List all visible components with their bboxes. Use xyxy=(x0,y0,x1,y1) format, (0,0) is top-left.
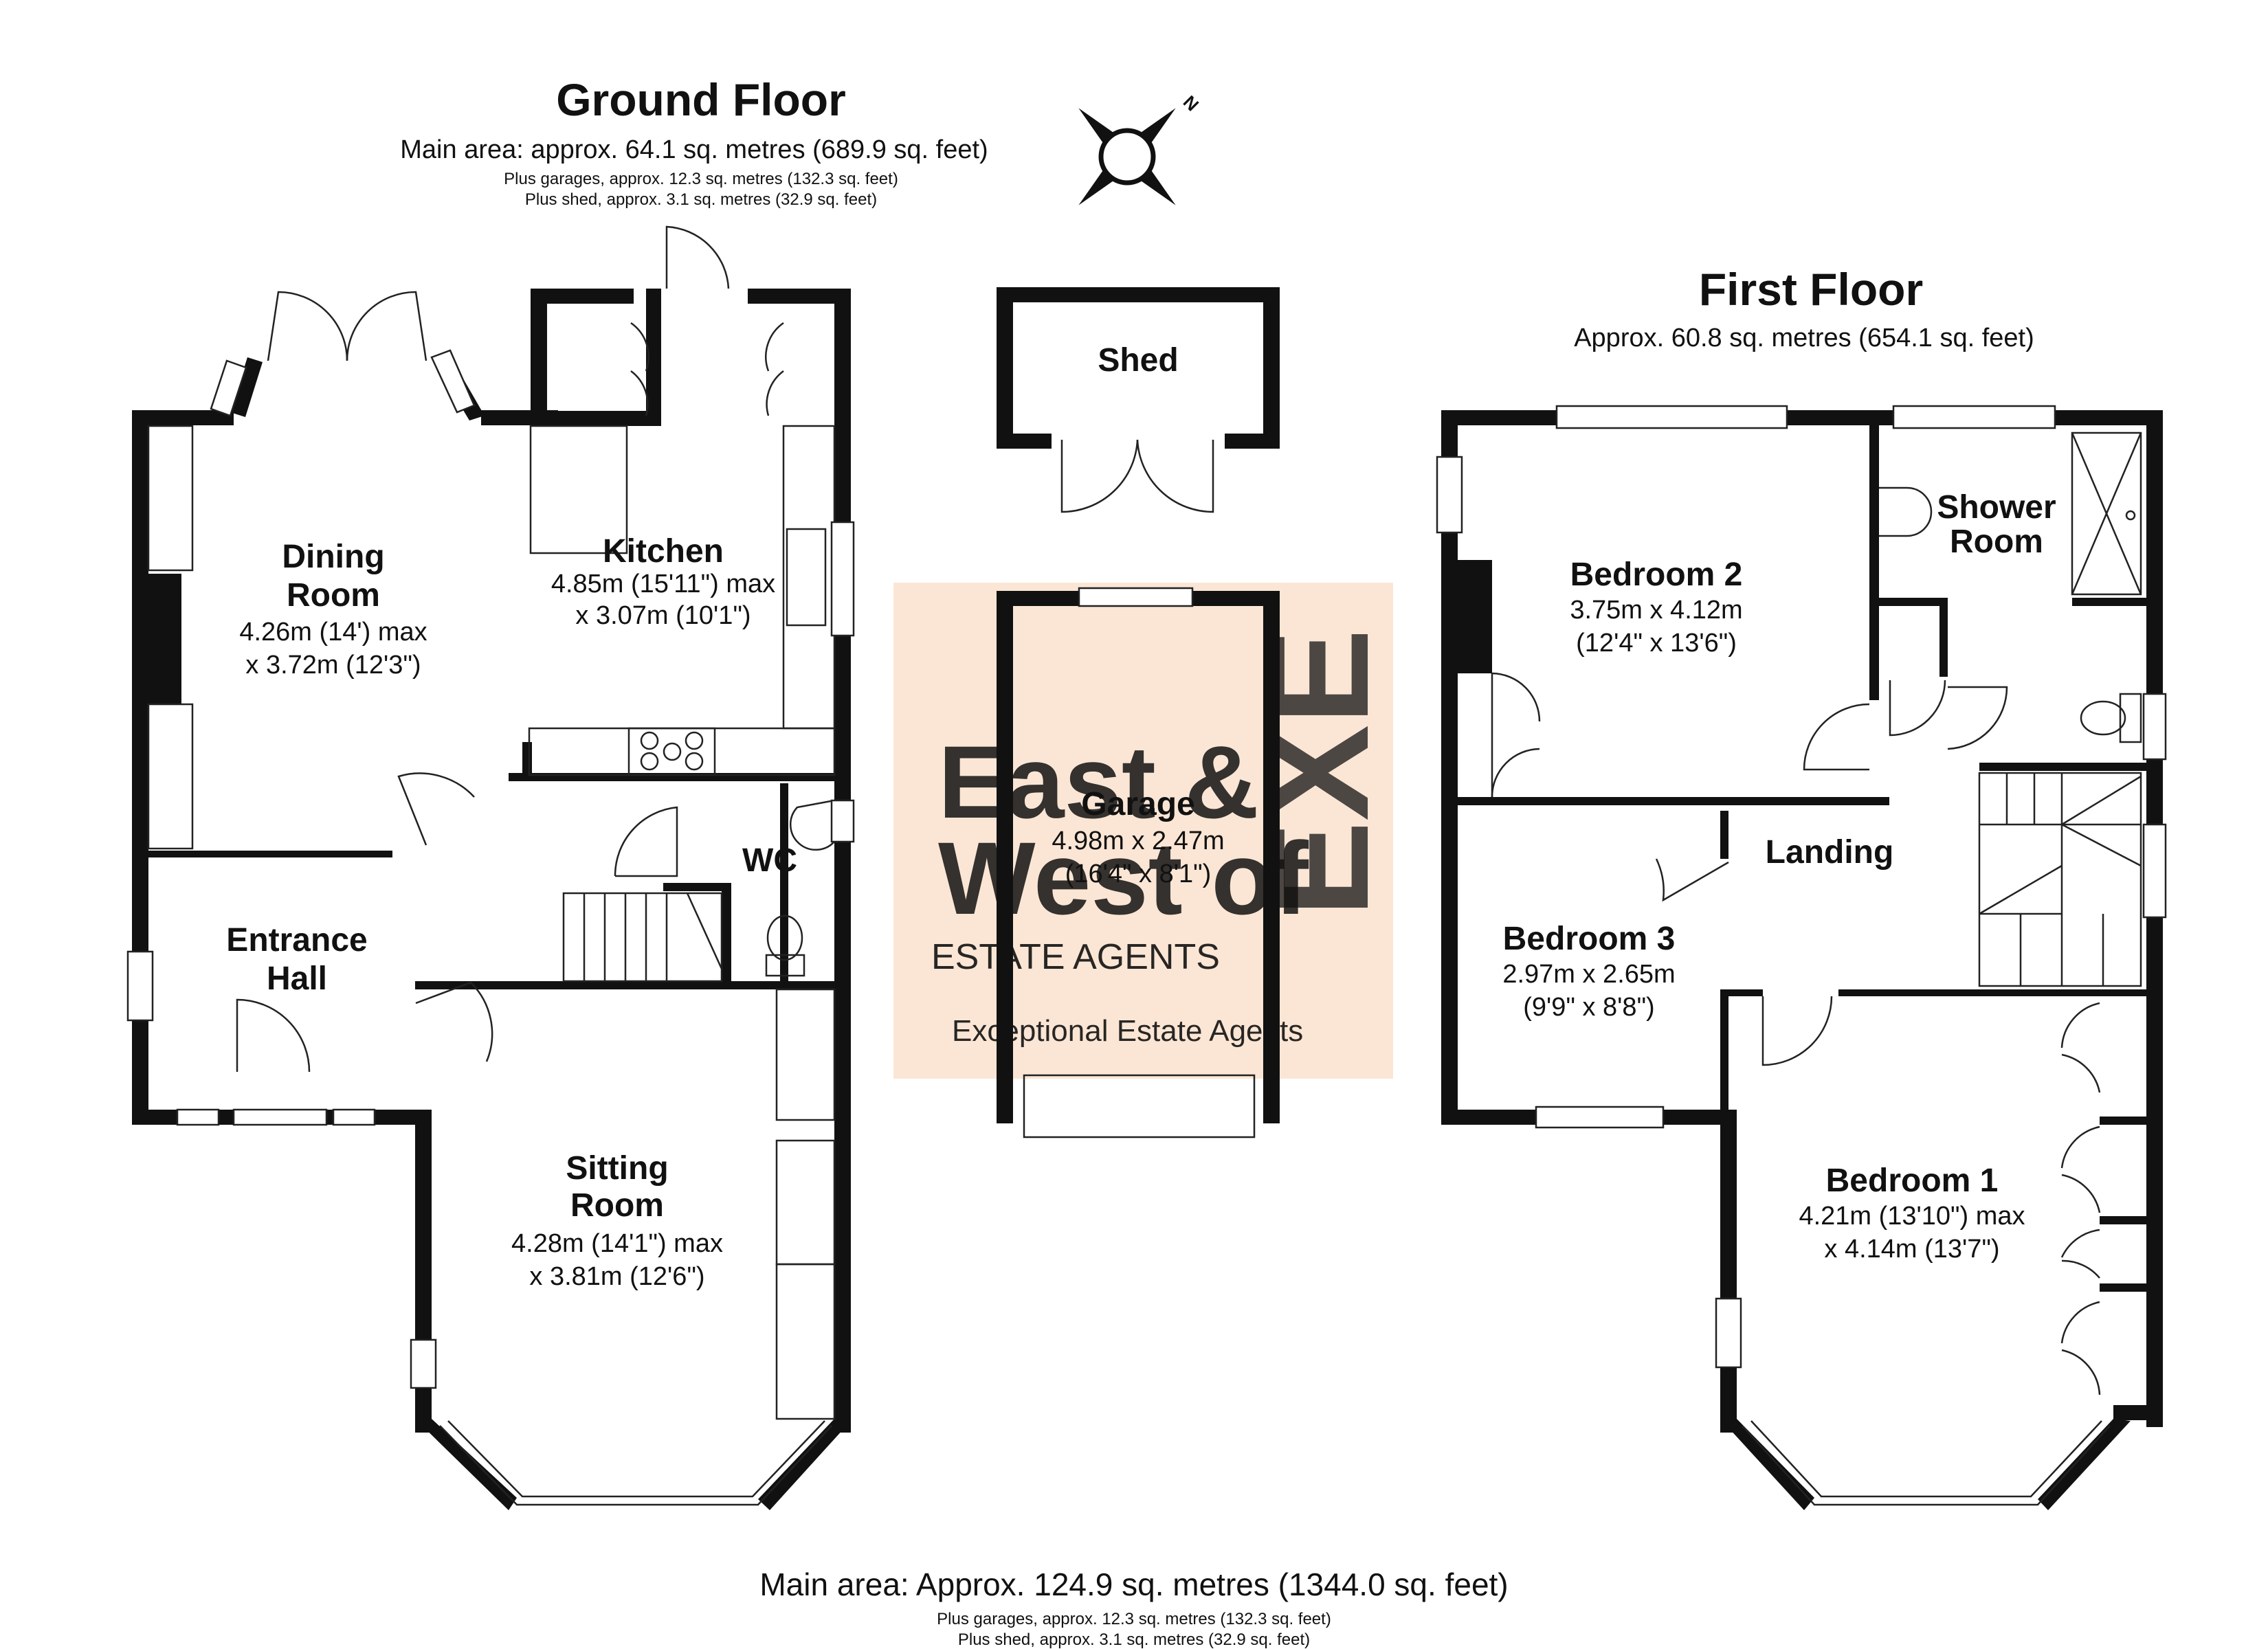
stairs-first xyxy=(1978,772,2142,987)
room-name: WC xyxy=(742,842,797,879)
watermark-line1: East & xyxy=(938,724,1259,840)
ground-floor-plan xyxy=(126,225,855,1510)
ground-floor-plus-garages: Plus garages, approx. 12.3 sq. metres (1… xyxy=(504,170,898,188)
basin-icon xyxy=(790,799,835,851)
ground-floor-header: Ground Floor Main area: approx. 64.1 sq.… xyxy=(400,74,988,209)
first-floor-area: Approx. 60.8 sq. metres (654.1 sq. feet) xyxy=(1574,324,2034,352)
room-name: Bedroom 3 xyxy=(1503,921,1676,957)
room-garage: Garage 4.98m x 2.47m (16'4" x 8'1") xyxy=(1052,786,1224,888)
compass-icon xyxy=(1078,108,1176,205)
total-plus-shed: Plus shed, approx. 3.1 sq. metres (32.9 … xyxy=(958,1630,1310,1649)
watermark-line3: ESTATE AGENTS xyxy=(931,937,1220,977)
room-bedroom-2: Bedroom 2 3.75m x 4.12m (12'4" x 13'6") xyxy=(1570,557,1742,658)
ground-floor-plus-shed: Plus shed, approx. 3.1 sq. metres (32.9 … xyxy=(525,190,877,209)
room-name: Room xyxy=(1950,524,2043,560)
room-dimension: x 3.07m (10'1") xyxy=(575,601,751,630)
room-dimension: 4.21m (13'10") max xyxy=(1799,1202,2025,1231)
first-floor-title: First Floor xyxy=(1699,264,1923,315)
stairs-ground xyxy=(562,892,723,983)
garage-plan xyxy=(997,587,1280,1138)
toilet-icon xyxy=(765,915,805,977)
room-dimension: x 3.72m (12'3") xyxy=(245,651,421,680)
ground-floor-title: Ground Floor xyxy=(556,74,846,125)
room-bedroom-3: Bedroom 3 2.97m x 2.65m (9'9" x 8'8") xyxy=(1502,921,1675,1022)
room-sitting: Sitting Room 4.28m (14'1") max x 3.81m (… xyxy=(511,1150,723,1291)
room-name: Entrance xyxy=(226,922,367,958)
watermark-brand: EXE xyxy=(1237,629,1399,917)
room-wc: WC xyxy=(742,842,797,879)
watermark-logo: East & West of EXE ESTATE AGENTS Excepti… xyxy=(893,583,1399,1079)
room-dimension: 4.85m (15'11") max xyxy=(551,570,775,598)
room-shed: Shed xyxy=(1098,342,1178,379)
ground-floor-main-area: Main area: approx. 64.1 sq. metres (689.… xyxy=(400,135,988,164)
room-shower: Shower Room xyxy=(1937,489,2056,560)
room-name: Shower xyxy=(1937,489,2056,526)
first-floor-plan xyxy=(1436,405,2167,1510)
room-dimension: (9'9" x 8'8") xyxy=(1523,993,1654,1022)
room-kitchen: Kitchen 4.85m (15'11") max x 3.07m (10'1… xyxy=(551,533,775,630)
first-floor-header: First Floor Approx. 60.8 sq. metres (654… xyxy=(1574,264,2034,352)
room-dimension: (12'4" x 13'6") xyxy=(1576,629,1737,658)
room-name: Landing xyxy=(1766,834,1894,871)
room-name: Dining xyxy=(282,539,384,575)
compass-north-label: N xyxy=(1179,91,1203,115)
room-dimension: 4.98m x 2.47m xyxy=(1052,827,1224,855)
room-dining: Dining Room 4.26m (14') max x 3.72m (12'… xyxy=(239,539,427,680)
room-dimension: 4.28m (14'1") max xyxy=(511,1229,723,1258)
room-name: Shed xyxy=(1098,342,1178,379)
basin-icon-first xyxy=(1879,486,1933,537)
room-name: Bedroom 2 xyxy=(1570,557,1743,593)
room-dimension: x 4.14m (13'7") xyxy=(1824,1235,1999,1264)
room-name: Garage xyxy=(1081,786,1194,822)
shed-plan xyxy=(997,287,1280,513)
room-name: Sitting xyxy=(566,1150,668,1187)
room-bedroom-1: Bedroom 1 4.21m (13'10") max x 4.14m (13… xyxy=(1799,1163,2025,1264)
room-dimension: x 3.81m (12'6") xyxy=(529,1262,704,1291)
room-name: Kitchen xyxy=(603,533,724,570)
room-dimension: 3.75m x 4.12m xyxy=(1570,596,1742,625)
room-name: Bedroom 1 xyxy=(1826,1163,1999,1199)
hob-icon xyxy=(627,727,716,776)
room-name: Hall xyxy=(267,961,327,997)
total-main-area: Main area: Approx. 124.9 sq. metres (134… xyxy=(759,1567,1508,1602)
shower-tray-icon xyxy=(2071,431,2142,596)
total-plus-garages: Plus garages, approx. 12.3 sq. metres (1… xyxy=(937,1610,1331,1628)
toilet-icon-first xyxy=(2080,693,2142,743)
room-entrance-hall: Entrance Hall xyxy=(226,922,367,997)
room-landing: Landing xyxy=(1766,834,1894,871)
room-dimension: 4.26m (14') max xyxy=(239,618,427,647)
room-name: Room xyxy=(287,577,380,614)
room-name: Room xyxy=(570,1187,664,1224)
room-dimension: 2.97m x 2.65m xyxy=(1502,960,1675,989)
room-dimension: (16'4" x 8'1") xyxy=(1065,860,1212,888)
totals-footer: Main area: Approx. 124.9 sq. metres (134… xyxy=(759,1567,1508,1649)
